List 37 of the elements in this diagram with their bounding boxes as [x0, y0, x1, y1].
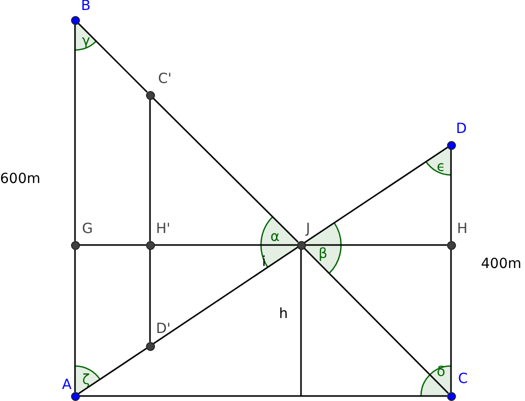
line-segment [74, 24, 76, 241]
angle-label: ϵ [436, 160, 446, 174]
line-segment [149, 99, 151, 241]
point-label: H' [156, 222, 170, 236]
line-segment [154, 244, 297, 246]
line-segment [450, 149, 452, 241]
point-label: C [458, 372, 468, 386]
length-label: 600m [0, 172, 40, 186]
point-label: B [81, 0, 91, 13]
angle-label: γ [82, 34, 90, 48]
line-segment [149, 249, 151, 342]
angle-label: δ [436, 365, 446, 379]
line-segment [79, 244, 146, 246]
point-label: C' [158, 72, 172, 86]
angle-label: β [318, 247, 328, 261]
point-label: D [456, 122, 467, 136]
angle-label: α [270, 230, 280, 244]
line-segment [305, 244, 447, 246]
point-label: J [306, 222, 310, 236]
line-segment [74, 249, 76, 392]
line-segment [450, 249, 452, 392]
line-segment [152, 97, 299, 243]
point-label: D' [156, 322, 171, 336]
length-label: 400m [481, 257, 522, 271]
point-label: A [62, 378, 72, 392]
line-segment [303, 247, 449, 394]
line-segment [78, 348, 148, 394]
line-segment [77, 22, 148, 93]
segment-label: i [262, 255, 266, 269]
line-segment [304, 146, 448, 244]
segment-label: h [279, 307, 288, 321]
line-segment [79, 395, 447, 397]
line-segment [152, 246, 298, 344]
line-segment [300, 249, 302, 396]
point-label: G [82, 222, 93, 236]
point-label: H [457, 222, 468, 236]
angle-label: ζ [82, 373, 90, 387]
